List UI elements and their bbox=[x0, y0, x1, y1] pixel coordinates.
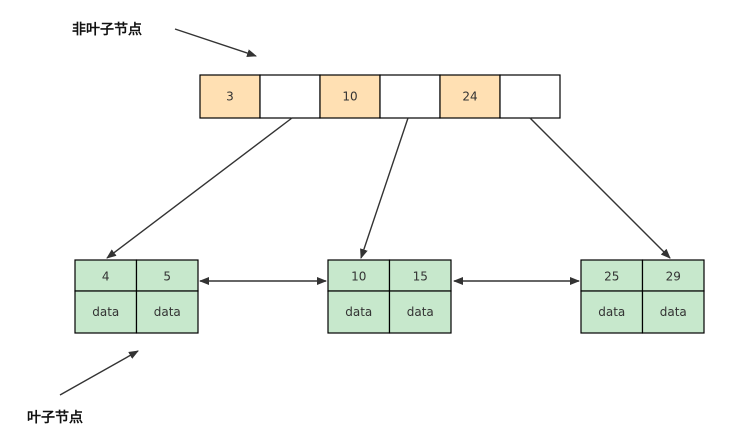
leaf-data-text: data bbox=[598, 305, 625, 319]
leaf-data-cell bbox=[641, 290, 705, 334]
root-pointer-cell bbox=[499, 74, 561, 119]
child-pointer-edge bbox=[360, 117, 409, 259]
leaf-key-text: 25 bbox=[604, 270, 619, 284]
leaf-nodes: 4 data 5 data 10 data 15 data 25 data 29 data bbox=[74, 259, 705, 334]
leaf-data-cell bbox=[135, 290, 199, 334]
root-key-cell bbox=[319, 74, 381, 119]
root-key-text: 24 bbox=[462, 90, 477, 104]
leaf-node: 10 data 15 data bbox=[327, 259, 452, 334]
child-pointer-edge bbox=[529, 117, 671, 259]
leaf-key-cell bbox=[641, 259, 705, 292]
leaf-key-text: 4 bbox=[102, 270, 110, 284]
leaf-data-text: data bbox=[154, 305, 181, 319]
root-key-text: 3 bbox=[226, 90, 234, 104]
leaf-key-text: 10 bbox=[351, 270, 366, 284]
leaf-key-cell bbox=[135, 259, 199, 292]
non-leaf-node: 3 10 24 bbox=[199, 74, 561, 119]
leaf-node: 25 data 29 data bbox=[580, 259, 705, 334]
root-key-text: 10 bbox=[342, 90, 357, 104]
leaf-data-text: data bbox=[660, 305, 687, 319]
leaf-data-cell bbox=[327, 290, 391, 334]
leaf-key-text: 29 bbox=[666, 270, 681, 284]
non-leaf-node-label: 非叶子节点 bbox=[72, 21, 142, 38]
leaf-node: 4 data 5 data bbox=[74, 259, 199, 334]
non-leaf-pointer-arrow bbox=[174, 28, 257, 57]
leaf-key-cell bbox=[74, 259, 138, 292]
leaf-node-label: 叶子节点 bbox=[27, 409, 83, 426]
root-pointer-cell bbox=[259, 74, 321, 119]
leaf-data-text: data bbox=[407, 305, 434, 319]
leaf-data-text: data bbox=[92, 305, 119, 319]
leaf-key-text: 15 bbox=[413, 270, 428, 284]
child-pointer-edge bbox=[106, 117, 293, 259]
leaf-key-cell bbox=[580, 259, 644, 292]
leaf-data-text: data bbox=[345, 305, 372, 319]
leaf-data-cell bbox=[388, 290, 452, 334]
root-key-cell bbox=[199, 74, 261, 119]
root-pointer-cell bbox=[379, 74, 441, 119]
leaf-pointer-arrow bbox=[59, 350, 139, 396]
leaf-key-text: 5 bbox=[163, 270, 171, 284]
root-key-cell bbox=[439, 74, 501, 119]
